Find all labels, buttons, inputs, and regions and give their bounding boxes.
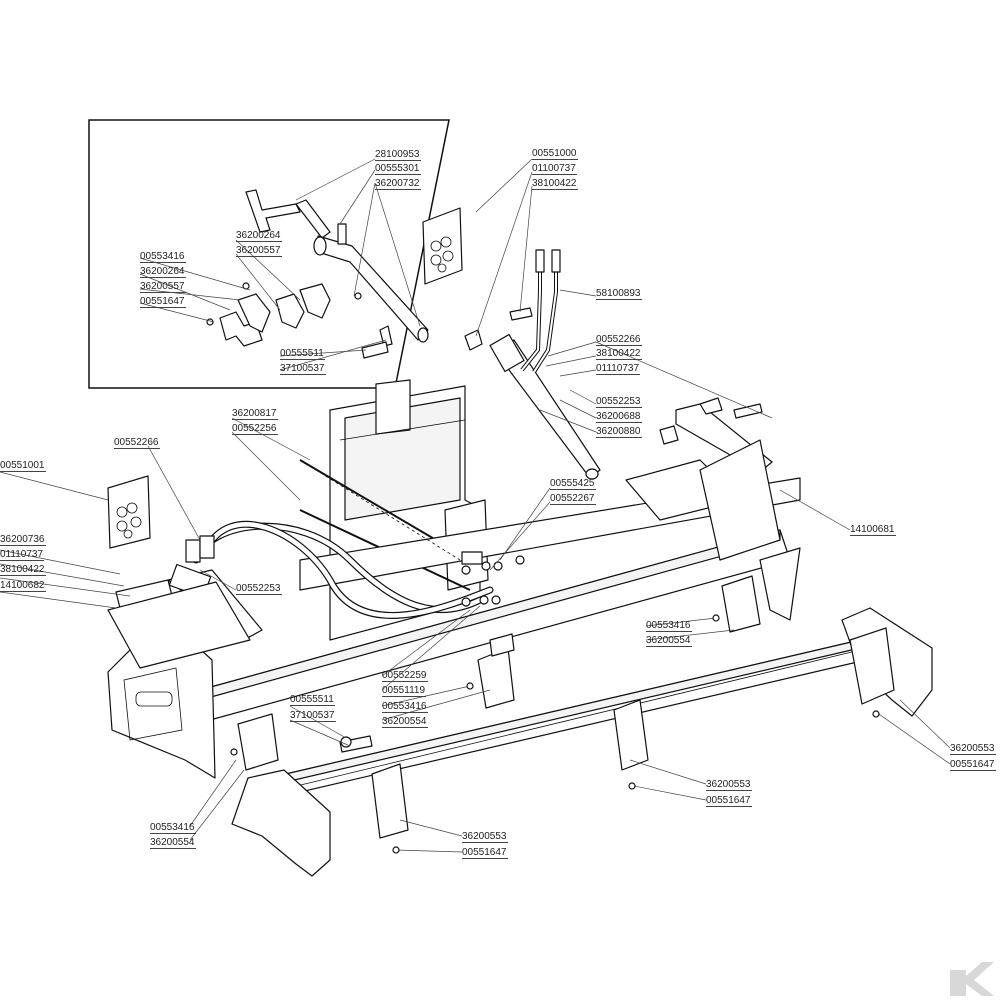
hydraulic-cylinder-top bbox=[464, 307, 601, 480]
part-label: 00552266 bbox=[596, 334, 642, 346]
part-label: 36200554 bbox=[150, 837, 196, 849]
part-label: 00552256 bbox=[232, 423, 278, 435]
brand-logo-watermark bbox=[950, 962, 994, 996]
part-label: 36200553 bbox=[950, 743, 996, 755]
right-side-frame bbox=[625, 439, 801, 621]
part-label: 00555511 bbox=[290, 694, 335, 706]
part-label: 36200553 bbox=[706, 779, 752, 791]
fastener-bag-icon-left bbox=[107, 475, 151, 549]
part-label: 58100893 bbox=[596, 288, 642, 300]
inset-cylinder-assembly bbox=[245, 189, 429, 347]
hitch-bracket-left bbox=[371, 763, 409, 839]
part-label: 00552259 bbox=[382, 670, 428, 682]
part-label: 28100953 bbox=[375, 149, 421, 161]
part-label: 00553416 bbox=[646, 620, 692, 632]
part-label: 36200264 bbox=[140, 266, 186, 278]
middle-fittings bbox=[299, 459, 525, 607]
part-label: 00555301 bbox=[375, 163, 421, 175]
part-label: 38100422 bbox=[596, 348, 642, 360]
part-label: 36200688 bbox=[596, 411, 642, 423]
inset-bracket-set bbox=[206, 282, 389, 359]
part-label: 00552266 bbox=[114, 437, 160, 449]
part-label: 00551647 bbox=[706, 795, 752, 807]
part-label: 00551001 bbox=[0, 460, 46, 472]
hitch-bracket-center bbox=[613, 699, 649, 771]
part-label: 00551647 bbox=[950, 759, 996, 771]
part-label: 01110737 bbox=[0, 549, 45, 561]
part-label: 00552253 bbox=[236, 583, 282, 595]
bracket-right bbox=[721, 575, 761, 633]
part-label: 00555425 bbox=[550, 478, 596, 490]
part-label: 36200732 bbox=[375, 178, 421, 190]
part-label: 36200880 bbox=[596, 426, 642, 438]
part-label: 00555511 bbox=[280, 348, 325, 360]
hydraulic-cylinder-left bbox=[107, 563, 263, 669]
part-label: 36200554 bbox=[382, 716, 428, 728]
part-label: 00551119 bbox=[382, 685, 427, 697]
part-label: 01100737 bbox=[532, 163, 577, 175]
part-label: 00553416 bbox=[150, 822, 196, 834]
part-label: 00551647 bbox=[462, 847, 508, 859]
part-label: 00553416 bbox=[382, 701, 428, 713]
part-label: 36200553 bbox=[462, 831, 508, 843]
part-label: 36200817 bbox=[232, 408, 278, 420]
part-label: 37100537 bbox=[280, 363, 326, 375]
part-label: 38100422 bbox=[0, 564, 46, 576]
leader-lines bbox=[0, 158, 951, 853]
part-label: 37100537 bbox=[290, 710, 336, 722]
part-label: 01110737 bbox=[596, 363, 641, 375]
part-label: 14100682 bbox=[0, 580, 46, 592]
hydraulic-pipes-top bbox=[520, 249, 561, 374]
part-label: 00551000 bbox=[532, 148, 578, 160]
fastener-bag-icon-top bbox=[422, 207, 463, 285]
part-label: 38100422 bbox=[532, 178, 578, 190]
part-label: 36200557 bbox=[236, 245, 282, 257]
part-label: 14100681 bbox=[850, 524, 896, 536]
part-label: 36200264 bbox=[236, 230, 282, 242]
part-label: 36200554 bbox=[646, 635, 692, 647]
hitch-plate-right bbox=[841, 607, 933, 717]
part-label: 36200557 bbox=[140, 281, 186, 293]
part-label: 36200736 bbox=[0, 534, 46, 546]
part-label: 00552253 bbox=[596, 396, 642, 408]
bolts bbox=[230, 614, 880, 854]
part-label: 00551647 bbox=[140, 296, 186, 308]
bracket-left-low bbox=[237, 713, 279, 771]
hydraulic-hoses bbox=[185, 520, 494, 619]
part-label: 00553416 bbox=[140, 251, 186, 263]
hitch-plate-left bbox=[231, 769, 331, 877]
part-label: 00552267 bbox=[550, 493, 596, 505]
